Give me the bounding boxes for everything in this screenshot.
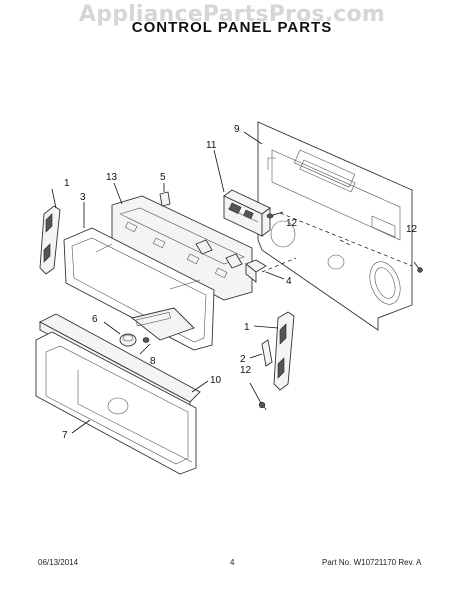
callout-1-right: 1	[244, 322, 250, 333]
callout-5: 5	[160, 172, 166, 183]
callout-11: 11	[206, 140, 217, 151]
spring-clip-part-2	[249, 339, 273, 367]
shaft-part-8	[139, 337, 151, 355]
control-board-part-11	[223, 189, 271, 237]
screw-part-12-upper	[266, 211, 284, 219]
clip-part-5	[159, 183, 171, 207]
bottom-panel-part-7	[35, 331, 197, 475]
page-title: CONTROL PANEL PARTS	[131, 19, 333, 36]
rear-panel-part-9	[257, 121, 413, 331]
callout-2: 2	[240, 354, 246, 365]
screw-part-12-right	[413, 261, 423, 273]
callout-6: 6	[92, 314, 98, 325]
callout-9: 9	[234, 124, 240, 135]
knob-part-6	[103, 321, 137, 347]
end-cap-part-1-left	[39, 188, 61, 275]
callout-10: 10	[210, 375, 222, 386]
callout-12-right: 12	[406, 224, 418, 235]
end-cap-part-1-right	[253, 311, 295, 391]
callout-4: 4	[286, 276, 292, 287]
callout-7: 7	[62, 430, 68, 441]
callout-8: 8	[150, 356, 156, 367]
callout-12-upper: 12	[286, 218, 298, 229]
callout-12-lower: 12	[240, 365, 252, 376]
callout-1-left: 1	[64, 178, 70, 189]
control-panel-part-3	[63, 227, 215, 351]
footer-date: 06/13/2014	[38, 558, 79, 567]
callout-3: 3	[80, 192, 86, 203]
leader-lines	[83, 131, 263, 228]
spacer-part-4	[245, 259, 285, 283]
callout-13: 13	[106, 172, 118, 183]
footer-part-number: Part No. W10721170 Rev. A	[322, 558, 422, 567]
screw-part-12-lower	[249, 382, 267, 411]
footer-page-number: 4	[230, 558, 235, 567]
alignment-lines	[261, 212, 413, 273]
watermark: AppliancePartsPros.com	[79, 2, 385, 27]
control-bracket-part-13	[111, 195, 253, 301]
